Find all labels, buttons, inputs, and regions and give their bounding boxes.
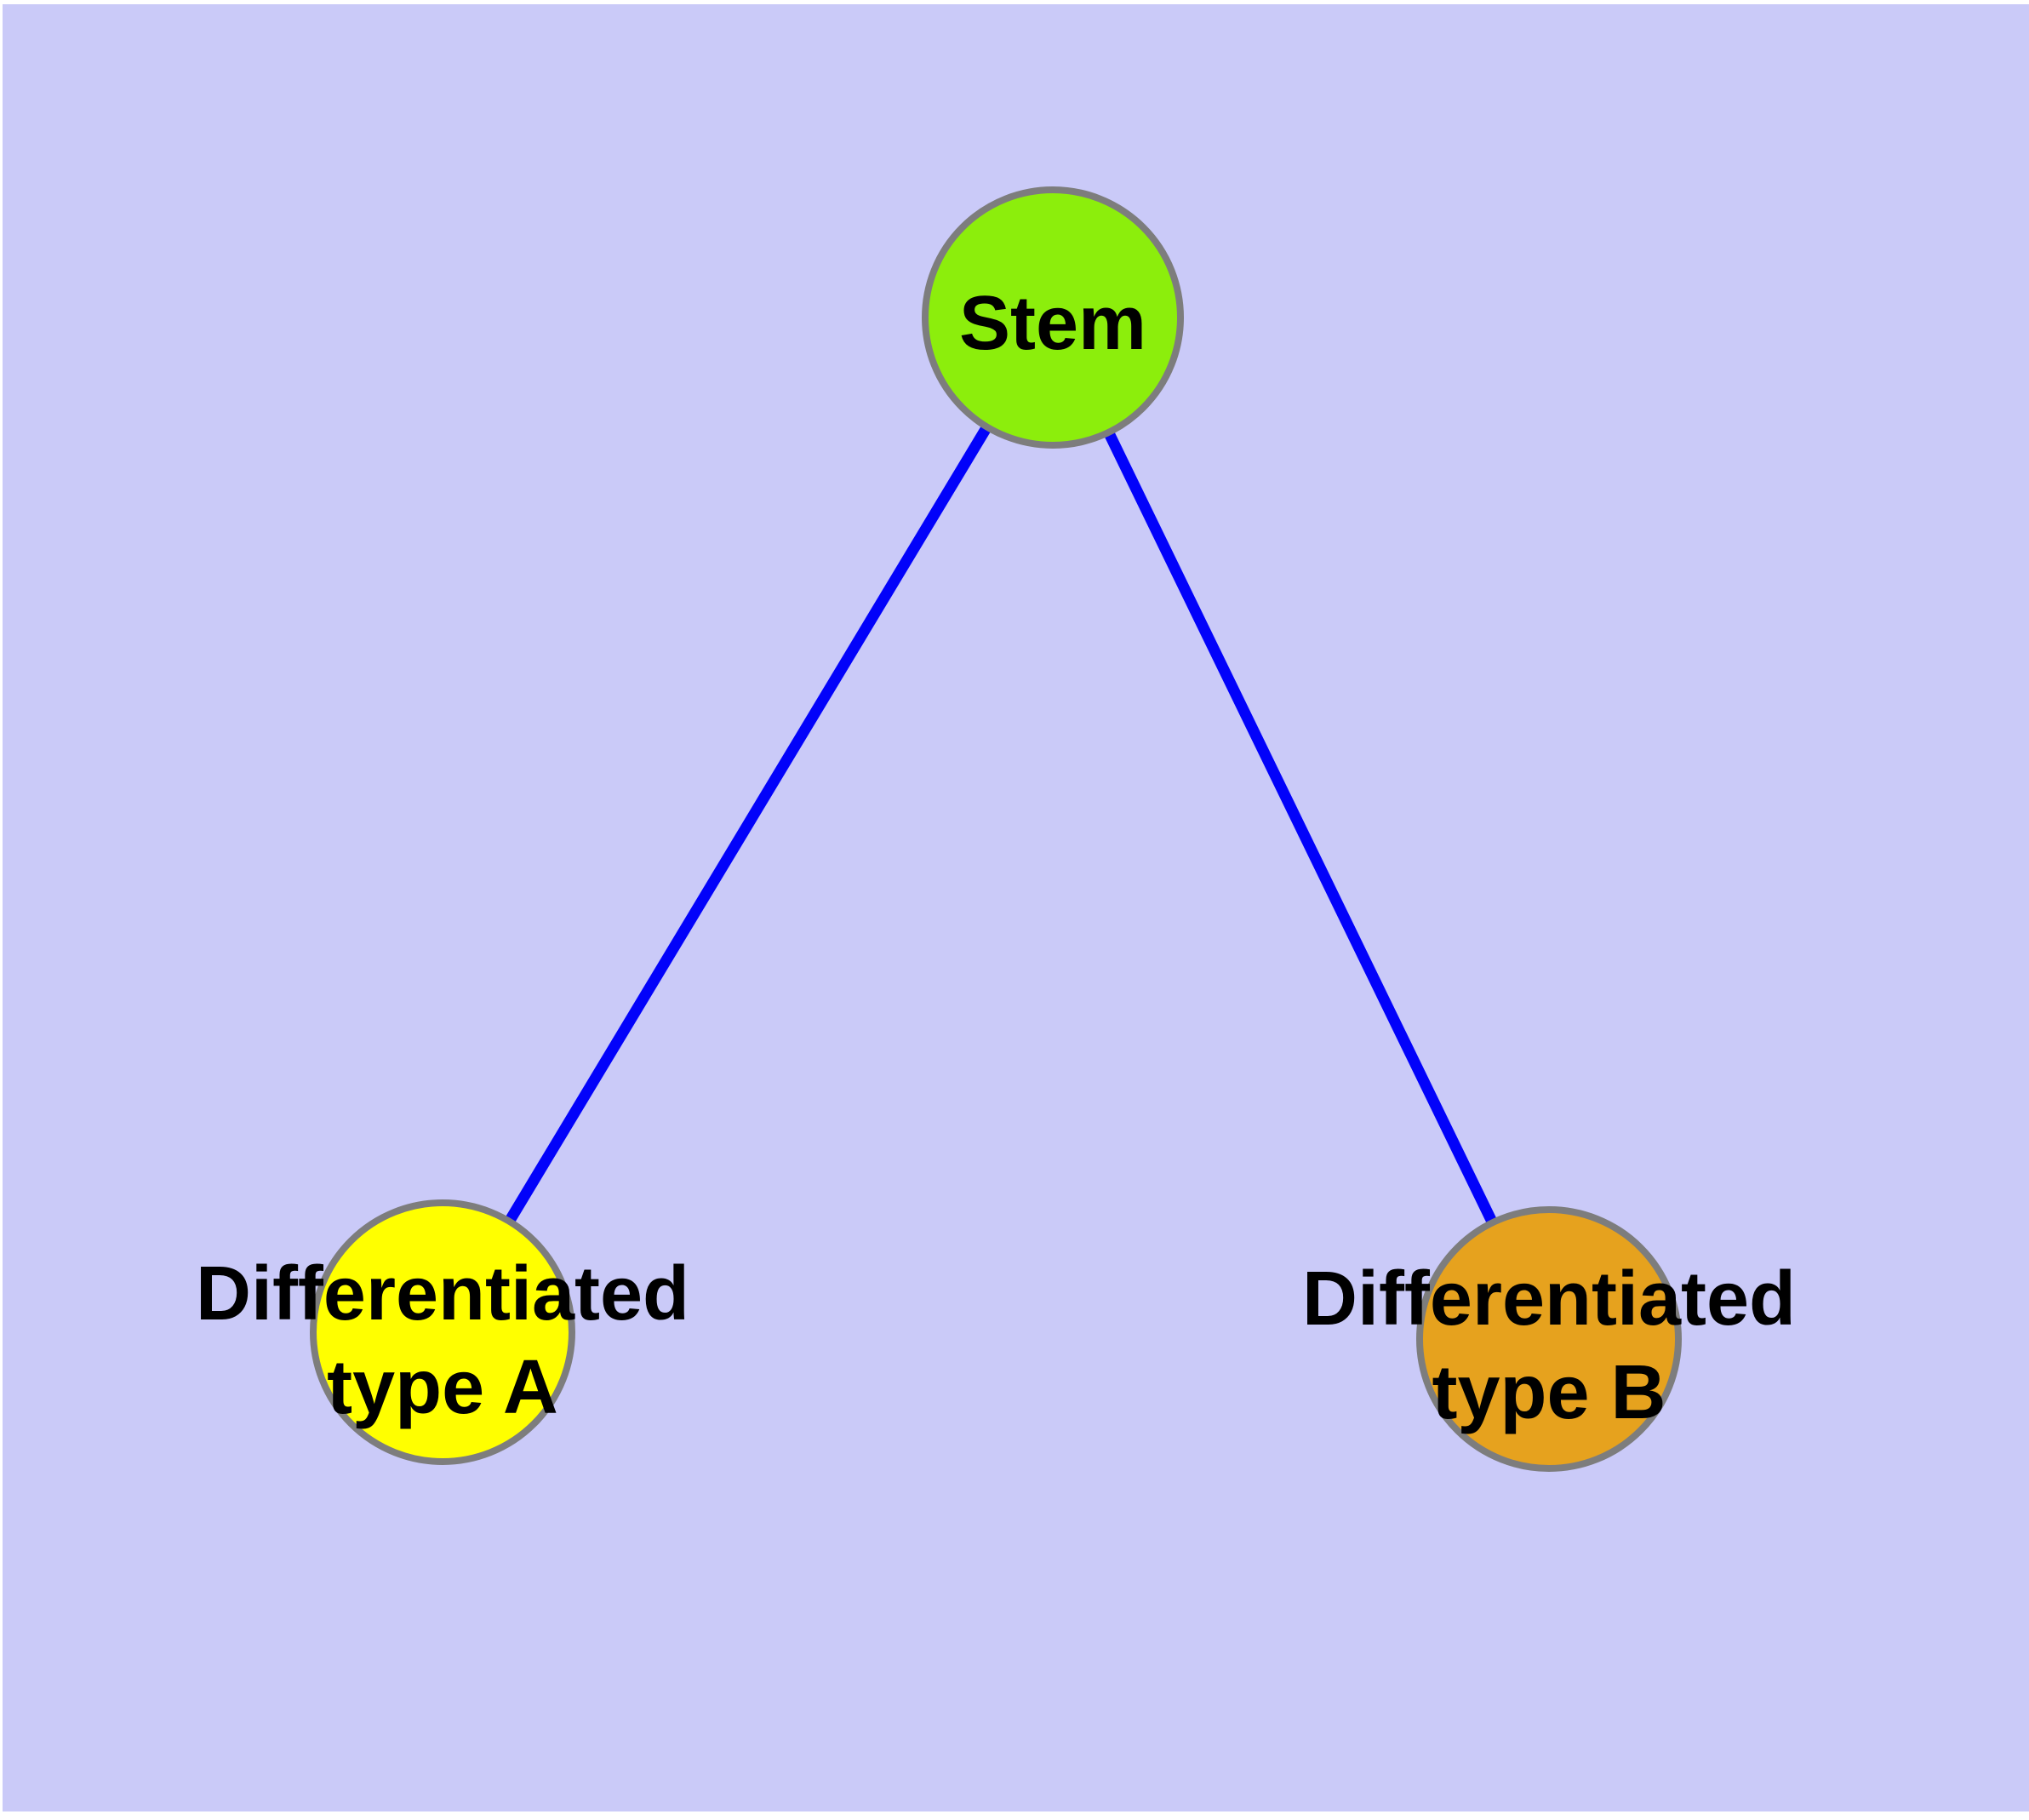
node-stem-circle bbox=[922, 186, 1184, 449]
edge-stem-to-type-a bbox=[437, 314, 1058, 1336]
node-stem: Stem bbox=[922, 186, 1184, 449]
node-type-b-label-line2: type B bbox=[1432, 1350, 1666, 1435]
node-type-a-label-line2: type A bbox=[327, 1345, 558, 1430]
node-stem-label: Stem bbox=[959, 281, 1146, 366]
node-type-a: Differentiated type A bbox=[196, 1199, 689, 1465]
node-type-b: Differentiated type B bbox=[1302, 1206, 1796, 1472]
edge-stem-to-type-b bbox=[1048, 315, 1554, 1342]
node-type-b-label-line1: Differentiated bbox=[1302, 1256, 1796, 1342]
node-type-a-label-line1: Differentiated bbox=[196, 1251, 689, 1336]
node-type-b-circle bbox=[1416, 1206, 1682, 1472]
node-type-a-circle bbox=[310, 1199, 575, 1465]
